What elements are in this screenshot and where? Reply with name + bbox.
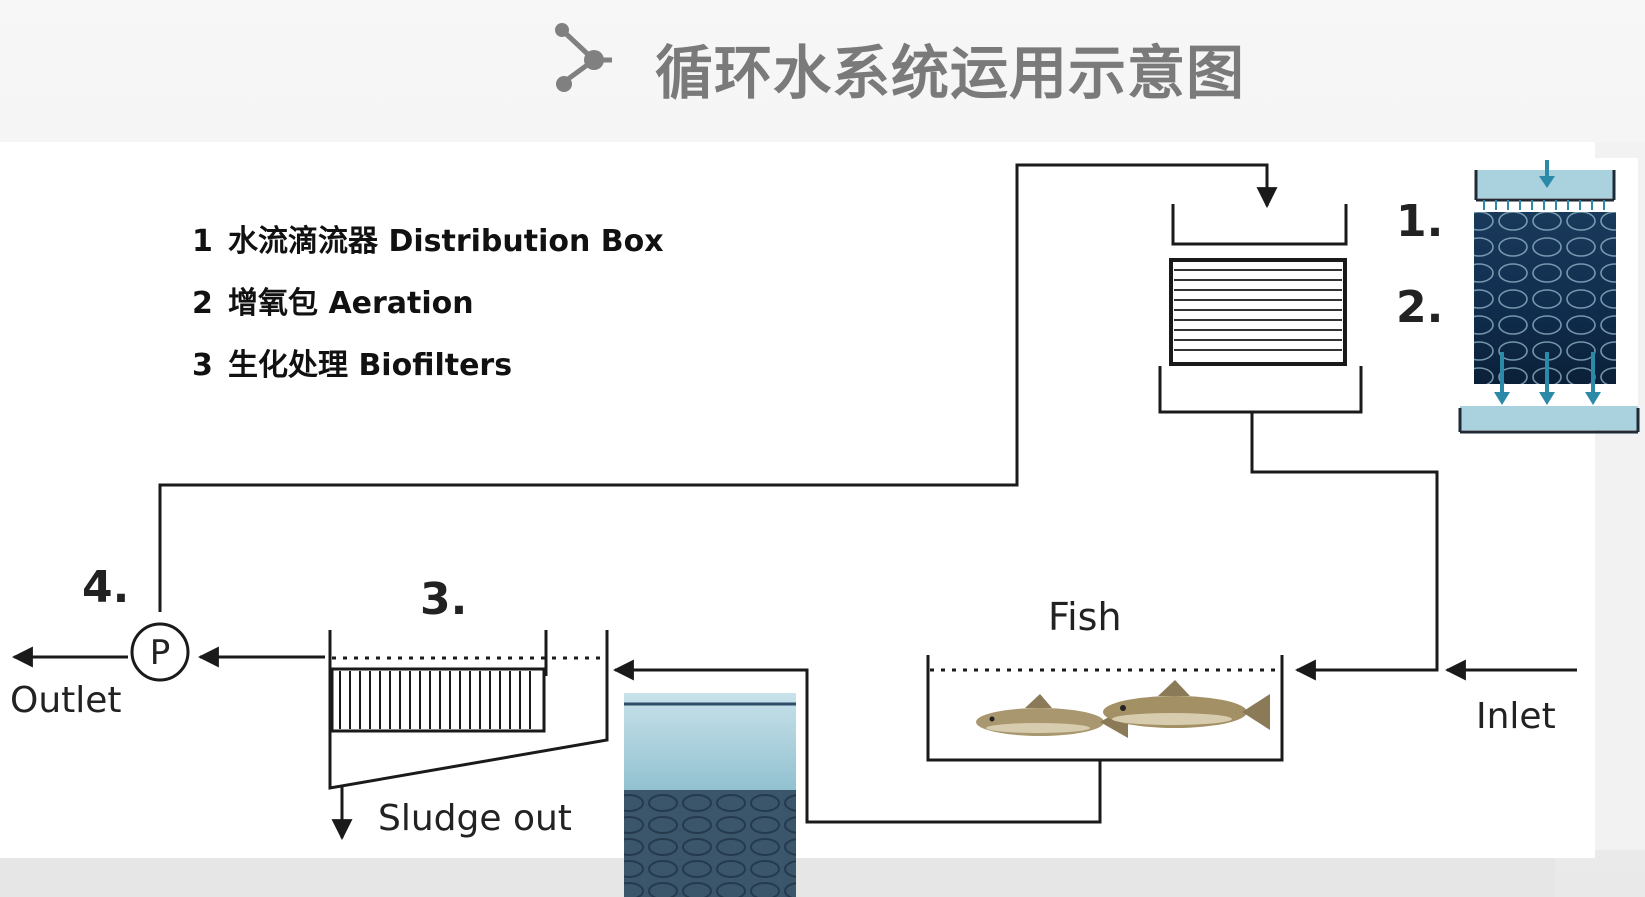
step-label-4: 4. [82,562,129,613]
fish-illustration [976,680,1270,738]
pump-label: P [150,633,171,673]
legend-text: 增氧包 Aeration [228,286,474,321]
collection-tray [1158,366,1363,414]
page-title: 循环水系统运用示意图 [655,39,1246,107]
sludge-label: Sludge out [378,798,572,839]
drip-nozzles [1483,200,1605,210]
share-nodes-icon [555,23,612,92]
legend-text: 水流滴流器 Distribution Box [228,224,664,259]
step-label-2: 2. [1396,282,1443,333]
step-label-3: 3. [420,574,467,625]
distribution-box [1169,204,1348,366]
legend-item: 3 生化处理 Biofilters [192,346,664,408]
biofilter-media-slats [339,671,531,729]
outlet-label: Outlet [10,680,122,721]
fish-label: Fish [1048,595,1122,639]
legend-item: 1 水流滴流器 Distribution Box [192,222,664,284]
flow-pipes [11,163,1577,841]
legend-text: 生化处理 Biofilters [228,348,513,383]
legend-number: 1 [192,224,213,259]
step-label-1: 1. [1396,196,1443,247]
sump-photo [624,693,796,897]
header-bar: 循环水系统运用示意图 [0,0,1645,142]
biofilter-tank [328,630,609,790]
inlet-label: Inlet [1476,696,1556,737]
fish-tank [926,655,1284,762]
biofilter-media [330,667,546,733]
media-stack [1174,269,1342,351]
pump-symbol [130,622,190,682]
drip-arrow-icons [1494,160,1601,405]
legend-item: 2 增氧包 Aeration [192,284,664,346]
legend-number: 2 [192,286,213,321]
legend-number: 3 [192,348,213,383]
